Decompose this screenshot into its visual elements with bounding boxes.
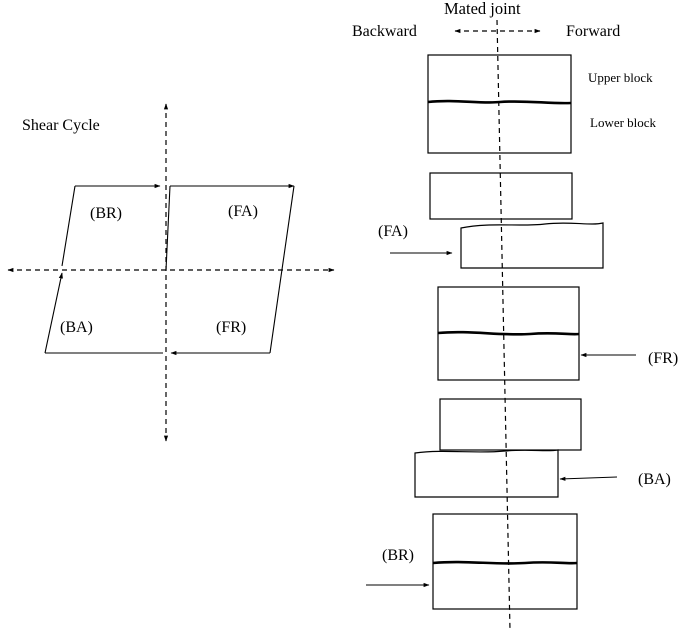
stage-label-fr: (FR) (648, 350, 678, 367)
upper-block-label: Upper block (588, 70, 653, 85)
mated-joint-centerline (496, 19, 511, 631)
fa-loading-line (165, 185, 171, 271)
block-stages: Mated joint Backward Forward Upper block… (352, 0, 678, 631)
stage-label-ba: (BA) (638, 471, 671, 488)
phase-label-fa: (FA) (228, 203, 258, 220)
mated-joint-label: Mated joint (444, 0, 521, 18)
stage-fr: (FR) (437, 286, 678, 381)
br-loading-line (61, 185, 76, 267)
fr-joint-line (437, 330, 580, 336)
br-joint-line (432, 560, 578, 565)
ba-arrow (44, 272, 63, 354)
stage-label-fa: (FA) (378, 223, 408, 240)
forward-label: Forward (566, 23, 620, 40)
ba-upper-block (439, 398, 582, 451)
phase-label-ba: (BA) (60, 319, 93, 336)
stage-initial: Upper block Lower block (427, 54, 657, 154)
ba-lower-block (414, 449, 559, 498)
shear-cycle-diagram: Shear Cycle (BR) (FA) (BA) (FR) (7, 103, 335, 442)
stage-label-br: (BR) (382, 547, 414, 564)
shear-cycle-title: Shear Cycle (22, 117, 100, 134)
fa-lower-block (460, 222, 604, 269)
fr-unloading-line (269, 185, 295, 354)
phase-label-fr: (FR) (216, 319, 246, 336)
stage-fa: (FA) (378, 172, 604, 269)
lower-block-label: Lower block (590, 115, 657, 130)
stage-ba: (BA) (414, 398, 671, 498)
stage-br: (BR) (366, 513, 578, 610)
phase-label-br: (BR) (90, 205, 122, 222)
backward-label: Backward (352, 23, 417, 40)
ba-stage-arrow (559, 476, 618, 481)
initial-joint-line (427, 99, 572, 105)
